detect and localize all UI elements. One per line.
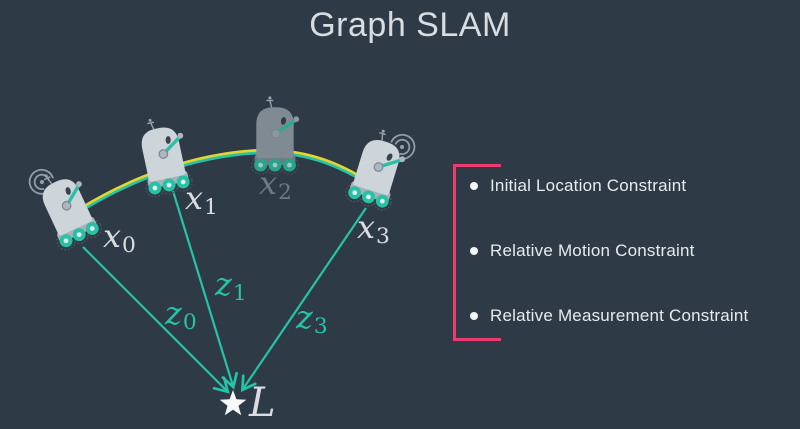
constraint-legend: Initial Location Constraint Relative Mot…	[453, 164, 798, 341]
pose-label-x1-sub: 1	[204, 194, 218, 220]
measurement-label-z0-sub: 0	[182, 309, 197, 335]
legend-item-label: Relative Motion Constraint	[490, 241, 695, 260]
pose-label-x0-base: x	[103, 217, 122, 255]
legend-item-initial-location: Initial Location Constraint	[470, 175, 686, 197]
measurement-label-z1-base: z	[215, 265, 232, 303]
measurement-arrow-z3	[240, 207, 367, 393]
measurement-label-z0: z0	[165, 297, 197, 334]
measurement-label-z3-sub: 3	[313, 313, 328, 339]
robot-x2	[249, 94, 301, 176]
legend-item-label: Relative Measurement Constraint	[490, 306, 749, 325]
measurement-label-z3: z3	[296, 301, 328, 338]
pose-label-x2: x2	[259, 167, 292, 204]
measurement-arrow-z0	[82, 246, 230, 394]
landmark-star-icon	[219, 390, 247, 416]
bullet-icon	[470, 247, 478, 255]
motion-path-ribbon	[80, 148, 388, 212]
measurement-label-z1: z1	[215, 268, 247, 305]
pose-label-x2-sub: 2	[278, 179, 292, 205]
measurement-label-z3-base: z	[296, 298, 313, 336]
pose-label-x3-base: x	[357, 208, 376, 246]
legend-item-label: Initial Location Constraint	[490, 176, 687, 195]
bullet-icon	[470, 312, 478, 320]
pose-label-x1-base: x	[185, 179, 204, 217]
pose-label-x3: x3	[357, 211, 390, 248]
pose-label-x0-sub: 0	[122, 232, 136, 258]
legend-item-relative-motion: Relative Motion Constraint	[470, 240, 695, 262]
measurement-label-z0-base: z	[165, 294, 182, 332]
bullet-icon	[470, 182, 478, 190]
measurement-arrow-z1	[171, 190, 238, 390]
legend-item-relative-measurement: Relative Measurement Constraint	[470, 305, 748, 327]
page-title: Graph SLAM	[309, 6, 511, 44]
landmark-label: L	[249, 380, 276, 426]
robot-x3	[341, 122, 414, 215]
pose-label-x0: x0	[103, 220, 136, 257]
pose-label-x2-base: x	[259, 164, 278, 202]
measurement-label-z1-sub: 1	[232, 280, 247, 306]
pose-label-x1: x1	[185, 182, 218, 219]
pose-label-x3-sub: 3	[376, 223, 390, 249]
